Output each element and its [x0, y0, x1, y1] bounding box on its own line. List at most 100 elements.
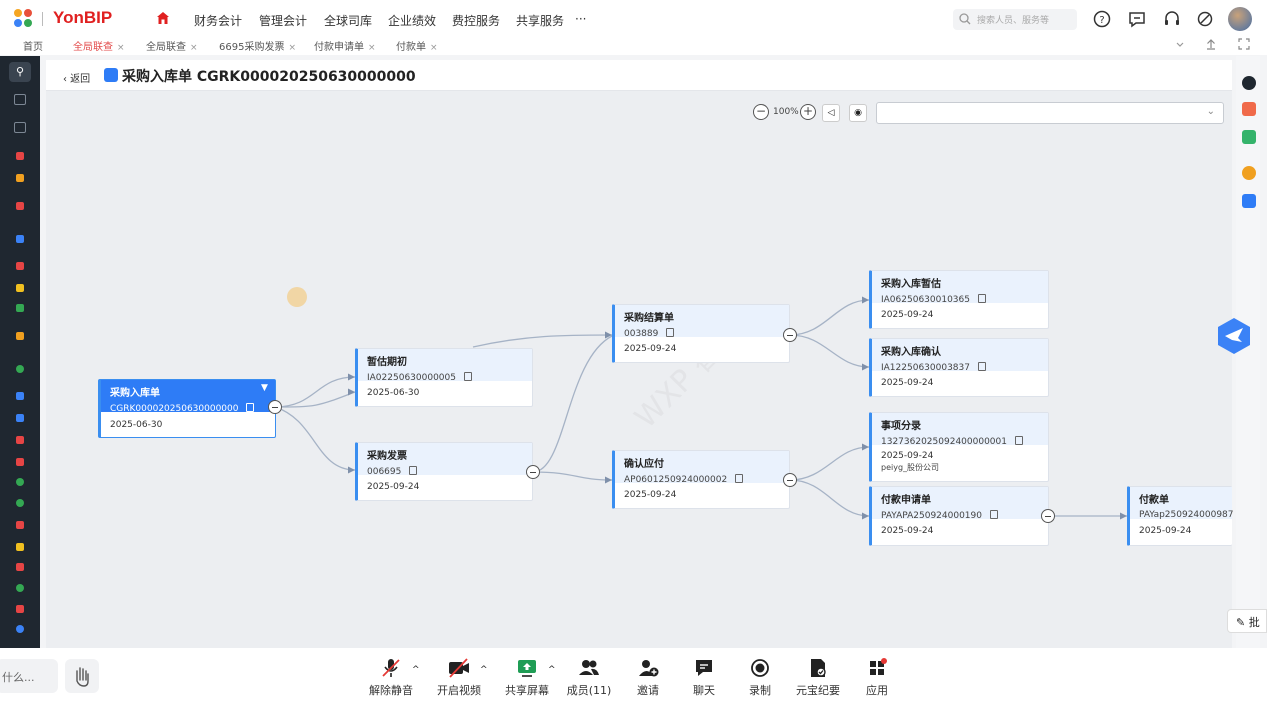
app-shortcut-icon[interactable]: [16, 152, 24, 160]
global-search-input[interactable]: 搜索人员、服务等: [953, 9, 1077, 30]
message-icon[interactable]: [1127, 9, 1147, 29]
app-shortcut-icon[interactable]: [16, 392, 24, 400]
app-shortcut-icon[interactable]: [16, 202, 24, 210]
tab-close-icon[interactable]: ×: [368, 43, 376, 53]
app-shortcut-icon[interactable]: [16, 304, 24, 312]
share-screen-button[interactable]: ^ 共享屏幕: [492, 657, 562, 698]
app-shortcut-icon[interactable]: [16, 436, 24, 444]
menu-global-treasury[interactable]: 全球司库: [324, 14, 373, 28]
app-shortcut-icon[interactable]: [16, 563, 24, 571]
app-shortcut-icon[interactable]: [16, 543, 24, 551]
menu-shared-services[interactable]: 共享服务: [516, 14, 565, 28]
tab-close-icon[interactable]: ×: [190, 43, 198, 53]
tab-close-icon[interactable]: ×: [117, 43, 125, 53]
help-icon[interactable]: [1242, 166, 1256, 180]
assistant-icon[interactable]: [1242, 76, 1256, 90]
tab-close-icon[interactable]: ×: [430, 43, 438, 53]
zoom-in-button[interactable]: +: [800, 104, 816, 120]
back-button[interactable]: ‹ 返回: [63, 74, 91, 85]
menu-expense-control[interactable]: 费控服务: [452, 14, 501, 28]
collapse-toggle[interactable]: [783, 328, 797, 342]
record-button[interactable]: 录制: [725, 657, 795, 698]
copy-icon[interactable]: [977, 362, 986, 371]
annotate-button[interactable]: ✎ 批: [1227, 609, 1267, 633]
tab-purchase-invoice[interactable]: 6695采购发票×: [219, 38, 296, 53]
app-shortcut-icon[interactable]: [16, 174, 24, 182]
fullscreen-icon[interactable]: [1238, 38, 1250, 50]
chevron-up-icon[interactable]: ^: [548, 665, 556, 675]
raise-hand-icon[interactable]: [65, 659, 99, 693]
collapse-toggle[interactable]: [268, 400, 282, 414]
tab-close-icon[interactable]: ×: [288, 43, 296, 53]
assistant-bird-icon[interactable]: [1214, 316, 1254, 356]
app-logo-icon[interactable]: [14, 9, 34, 29]
start-video-button[interactable]: ^ 开启视频: [424, 657, 494, 698]
app-shortcut-icon[interactable]: [16, 332, 24, 340]
menu-more[interactable]: ···: [575, 12, 587, 26]
tab-global-query[interactable]: 全局联查×: [146, 38, 198, 53]
copy-icon[interactable]: [1014, 436, 1023, 445]
collapse-toggle[interactable]: [1041, 509, 1055, 523]
user-avatar[interactable]: [1228, 7, 1252, 31]
app-shortcut-icon[interactable]: [16, 625, 24, 633]
app-shortcut-icon[interactable]: [16, 458, 24, 466]
app-shortcut-icon[interactable]: [16, 478, 24, 486]
copy-icon[interactable]: [977, 294, 986, 303]
node-search-select[interactable]: ⌄: [876, 102, 1224, 124]
tab-global-query-active[interactable]: 全局联查×: [73, 38, 125, 53]
chat-button[interactable]: 聊天: [669, 657, 739, 698]
chat-input[interactable]: 什么...: [0, 659, 58, 693]
copy-icon[interactable]: [463, 372, 472, 381]
copy-icon[interactable]: [735, 474, 744, 483]
menu-management-accounting[interactable]: 管理会计: [259, 14, 308, 28]
tab-payment[interactable]: 付款单×: [396, 38, 438, 53]
fit-view-icon[interactable]: ◁: [822, 104, 840, 122]
app-shortcut-icon[interactable]: [16, 605, 24, 613]
menu-enterprise-performance[interactable]: 企业绩效: [388, 14, 437, 28]
collapse-toggle[interactable]: [526, 465, 540, 479]
brand-name[interactable]: YonBIP: [53, 8, 113, 27]
app-shortcut-icon[interactable]: [16, 499, 24, 507]
app-shortcut-icon[interactable]: [16, 584, 24, 592]
settings-icon[interactable]: [1195, 9, 1215, 29]
copy-icon[interactable]: [666, 328, 675, 337]
app-shortcut-icon[interactable]: [16, 365, 24, 373]
zoom-out-button[interactable]: −: [753, 104, 769, 120]
app-shortcut-icon[interactable]: [16, 521, 24, 529]
upload-icon[interactable]: [1205, 38, 1217, 50]
app-shortcut-icon[interactable]: [1242, 130, 1256, 144]
pin-icon[interactable]: ▼: [261, 383, 268, 393]
app-shortcut-icon[interactable]: [16, 284, 24, 292]
app-shortcut-icon[interactable]: [16, 235, 24, 243]
app-shortcut-icon[interactable]: [16, 262, 24, 270]
invite-button[interactable]: 邀请: [613, 657, 683, 698]
help-icon[interactable]: ?: [1092, 9, 1112, 29]
monitor-icon[interactable]: [14, 122, 26, 133]
copy-icon[interactable]: [409, 466, 418, 475]
meeting-summary-button[interactable]: 元宝纪要: [783, 657, 853, 698]
app-shortcut-icon[interactable]: [16, 414, 24, 422]
apps-button[interactable]: 应用: [842, 657, 912, 698]
search-icon[interactable]: ⚲: [9, 62, 31, 82]
chevron-down-icon[interactable]: [1175, 40, 1185, 50]
folder-icon[interactable]: [14, 94, 26, 105]
center-view-icon[interactable]: ◉: [849, 104, 867, 122]
copy-icon[interactable]: [990, 510, 998, 519]
headset-icon[interactable]: [1162, 9, 1182, 29]
members-button[interactable]: 成员(11): [554, 657, 624, 698]
clipboard-icon[interactable]: [1242, 194, 1256, 208]
chevron-up-icon[interactable]: ^: [480, 665, 488, 675]
copy-icon[interactable]: [246, 403, 255, 412]
unmute-button[interactable]: ^ 解除静音: [356, 657, 426, 698]
home-icon[interactable]: [156, 11, 170, 25]
